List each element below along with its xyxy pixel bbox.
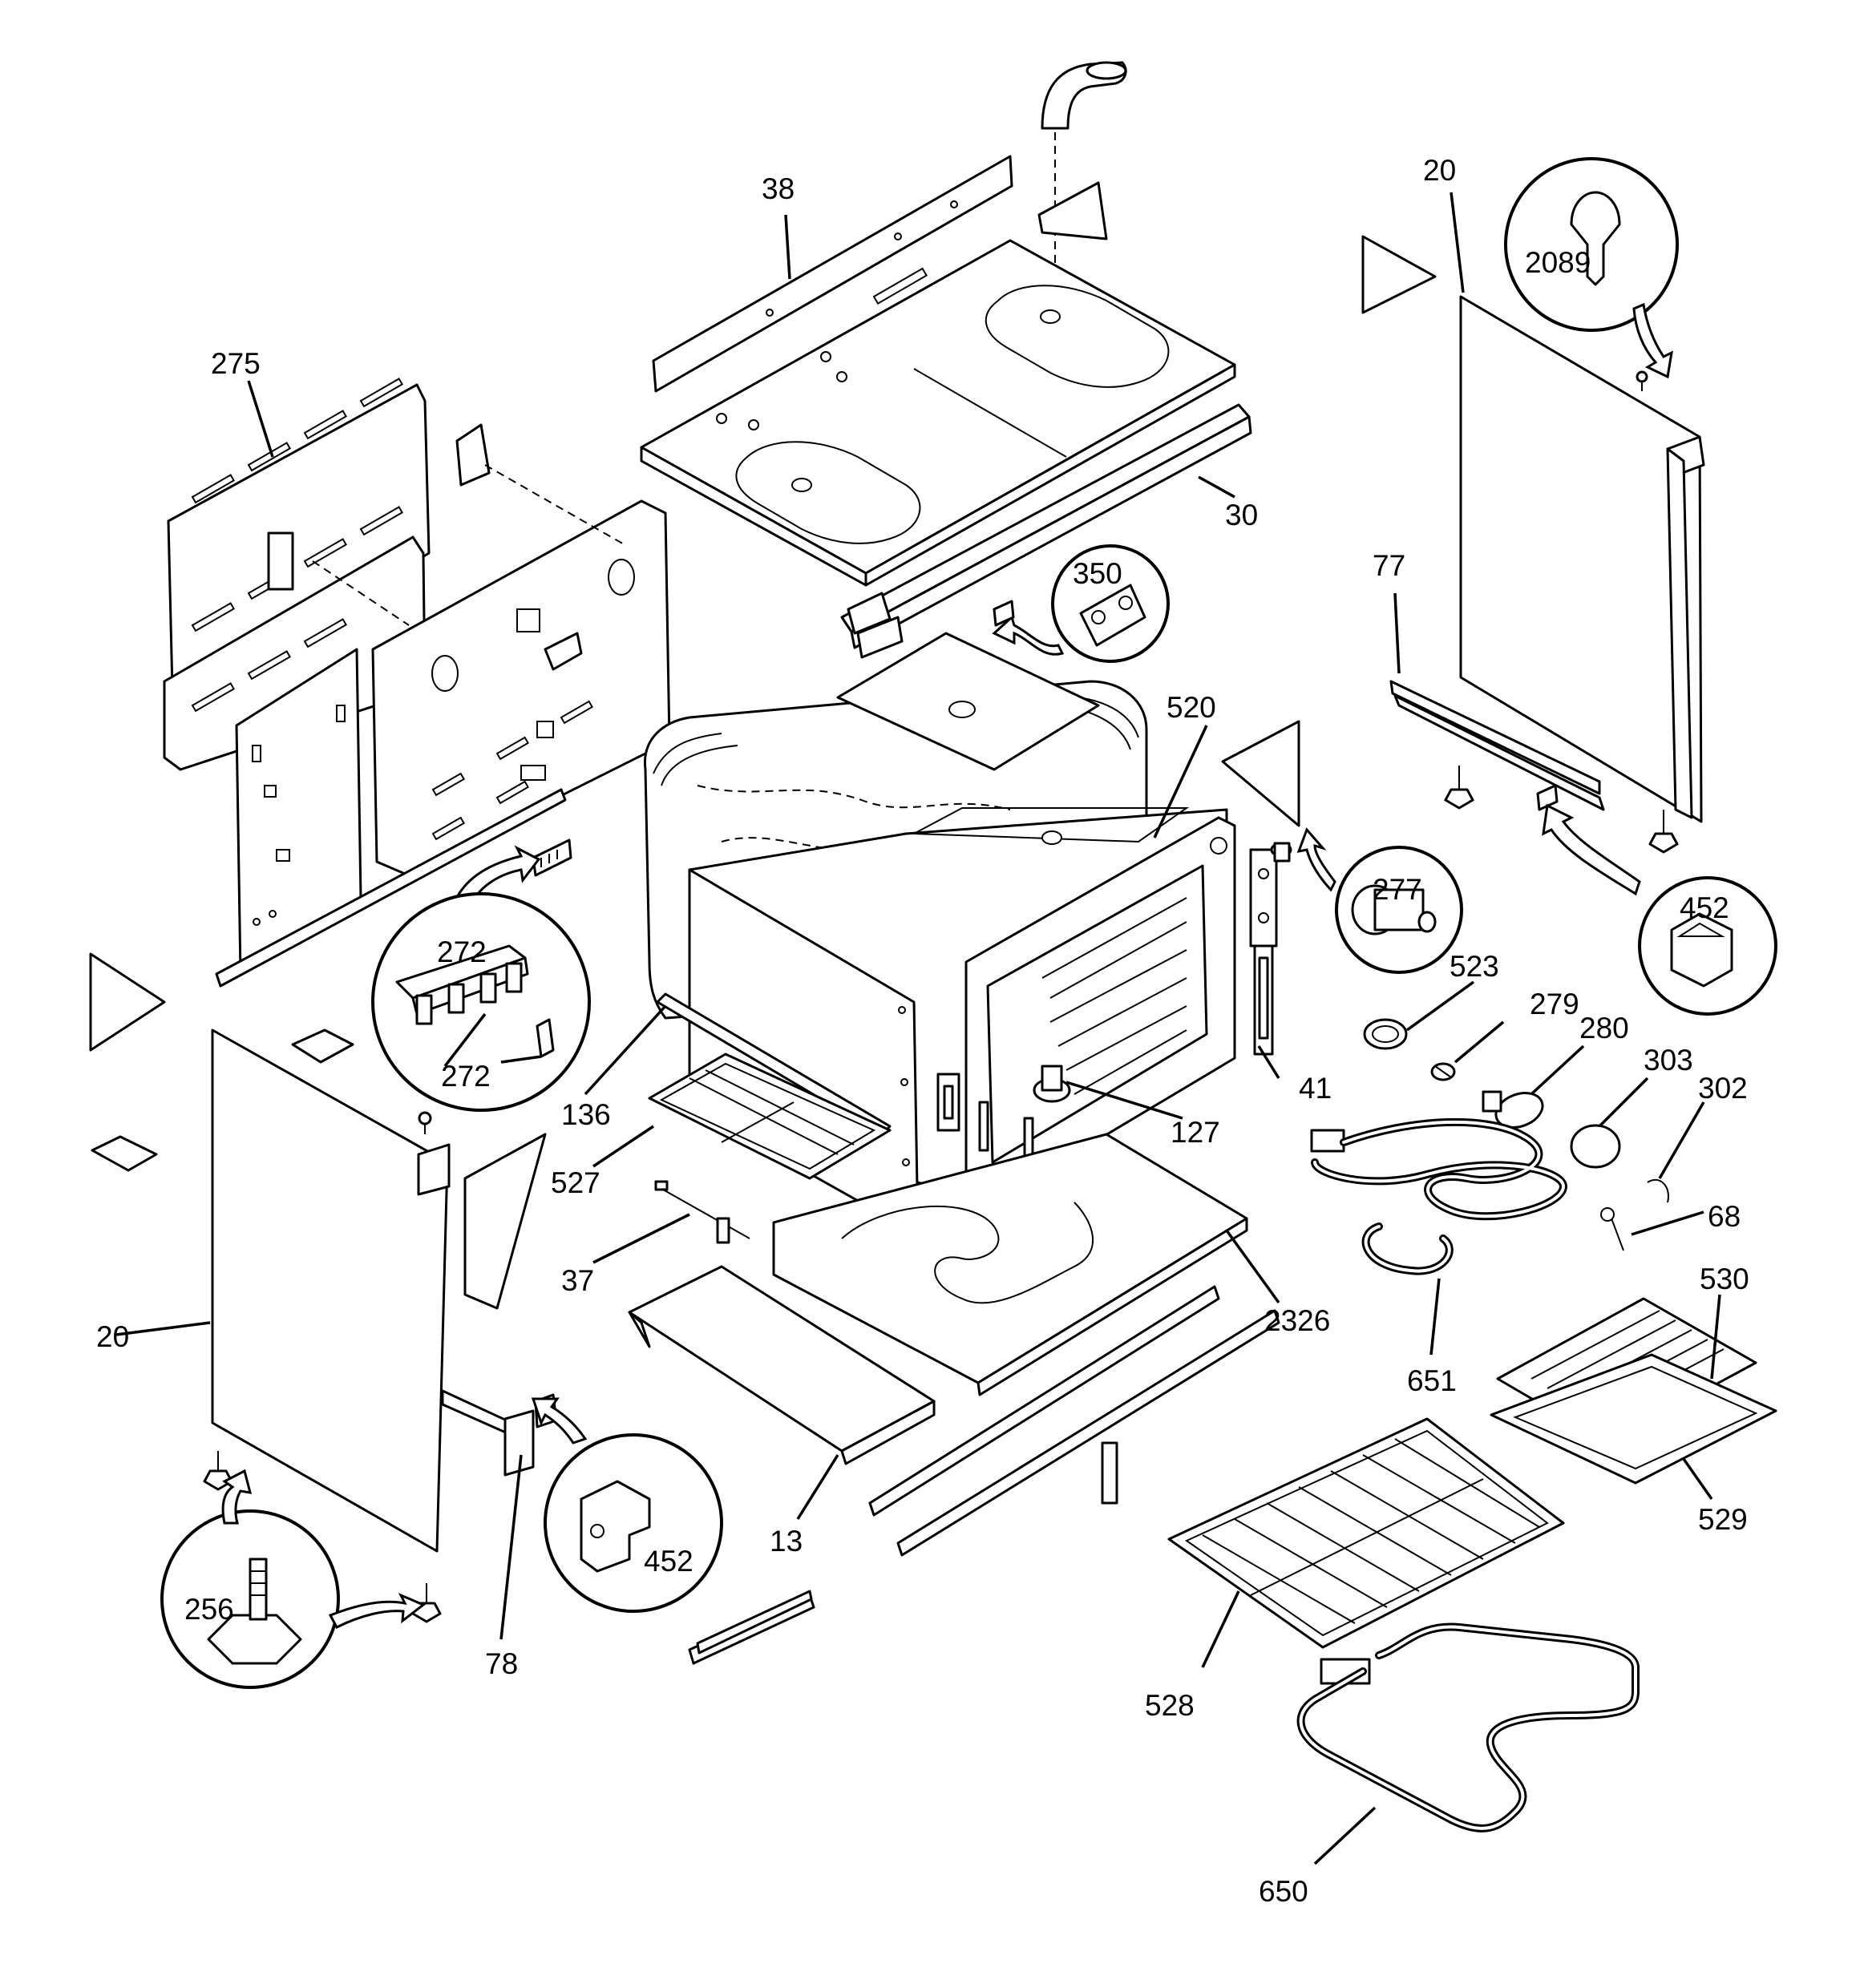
broiler-pan-529	[1490, 1353, 1777, 1485]
label-2326: 2326	[1264, 1304, 1330, 1337]
bake-element-650	[1296, 1622, 1640, 1832]
bracket-bottom-left	[688, 1590, 815, 1665]
label-279: 279	[1530, 988, 1579, 1020]
label-78: 78	[485, 1647, 518, 1680]
light-socket-127	[1033, 1065, 1071, 1103]
label-38: 38	[762, 172, 795, 205]
corner-bracket-top-right	[1361, 235, 1437, 314]
inset-256	[160, 1469, 426, 1689]
vent-bracket	[1037, 181, 1108, 240]
door-latch	[1249, 848, 1278, 948]
label-302: 302	[1698, 1072, 1748, 1105]
terminal-block	[532, 838, 572, 877]
bottom-rail-left	[215, 788, 567, 988]
small-bracket-top	[455, 423, 491, 487]
broil-element-651	[1310, 1117, 1567, 1275]
screw-left-small	[418, 1111, 432, 1134]
oven-top-shell	[836, 616, 1100, 771]
rear-panel-275	[163, 378, 431, 771]
clip-452-small-right	[1536, 784, 1559, 811]
exhaust-vent-part	[1041, 61, 1127, 293]
label-651: 651	[1407, 1364, 1457, 1397]
label-350: 350	[1073, 557, 1122, 590]
inset-452-left	[531, 1397, 723, 1613]
storage-drawer-13	[628, 1265, 936, 1465]
label-452-right: 452	[1680, 891, 1729, 924]
label-77: 77	[1373, 549, 1405, 582]
label-272-top: 272	[437, 935, 487, 968]
label-127: 127	[1171, 1116, 1220, 1149]
cooktop-panel	[640, 239, 1236, 587]
label-37: 37	[561, 1264, 594, 1297]
label-280: 280	[1579, 1012, 1629, 1045]
inset-452-right	[1542, 803, 1777, 1016]
inset-277	[1296, 827, 1463, 974]
label-303: 303	[1644, 1044, 1693, 1077]
label-30: 30	[1225, 499, 1258, 531]
label-41: 41	[1299, 1072, 1332, 1105]
socket-279	[1430, 1062, 1456, 1081]
hinge-left	[936, 1073, 960, 1132]
label-650: 650	[1259, 1875, 1308, 1908]
rear-channel-30	[840, 403, 1252, 649]
label-520: 520	[1167, 691, 1216, 724]
side-panel-right-20	[1459, 295, 1705, 823]
label-452-left: 452	[644, 1545, 693, 1578]
small-clip-left-b	[291, 1028, 354, 1064]
probe-37	[654, 1180, 750, 1244]
small-clip-left-a	[91, 1135, 158, 1172]
bulb-280	[1482, 1090, 1544, 1129]
lens-523	[1363, 1018, 1408, 1050]
label-523: 523	[1450, 950, 1499, 983]
label-529: 529	[1698, 1503, 1748, 1536]
label-136: 136	[561, 1098, 611, 1131]
globe-303	[1570, 1124, 1621, 1169]
leader-lines	[115, 192, 1721, 1865]
oven-bottom-2326	[772, 1133, 1248, 1396]
lamp-bracket-triangle	[1221, 720, 1300, 827]
label-275: 275	[211, 347, 261, 380]
leveling-leg-right-b	[1648, 810, 1679, 854]
label-13: 13	[770, 1525, 803, 1558]
label-277: 277	[1373, 873, 1422, 906]
inset-350	[992, 544, 1170, 663]
label-2089: 2089	[1525, 246, 1591, 279]
hinge-right-41	[1253, 940, 1274, 1056]
lamp-assembly-277-small	[1270, 842, 1292, 863]
side-wedge-left	[463, 1133, 547, 1310]
label-68: 68	[1708, 1200, 1741, 1233]
label-20-left: 20	[96, 1320, 129, 1353]
screw-2089-small	[1636, 370, 1648, 391]
oven-rack-527	[648, 1053, 892, 1180]
label-272-bottom: 272	[441, 1060, 491, 1093]
label-20-right: 20	[1423, 154, 1456, 187]
oven-rack-528	[1167, 1417, 1565, 1649]
trim-strip-38	[652, 155, 1013, 393]
side-trim-77	[1389, 680, 1605, 811]
label-256: 256	[184, 1593, 234, 1626]
corner-bracket-left	[89, 952, 166, 1052]
inset-2089	[1504, 157, 1679, 379]
leveling-leg-right-a	[1444, 766, 1474, 810]
side-panel-left-20	[211, 1028, 451, 1553]
label-530: 530	[1700, 1263, 1749, 1295]
trim-78	[441, 1389, 535, 1477]
clip-302	[1647, 1178, 1669, 1203]
drawer-rails	[868, 1285, 1280, 1557]
leveling-leg-left-a	[203, 1451, 233, 1491]
label-528: 528	[1145, 1689, 1195, 1722]
label-527: 527	[551, 1166, 600, 1199]
small-plate-lower	[1101, 1441, 1118, 1505]
pin-68	[1600, 1207, 1624, 1251]
